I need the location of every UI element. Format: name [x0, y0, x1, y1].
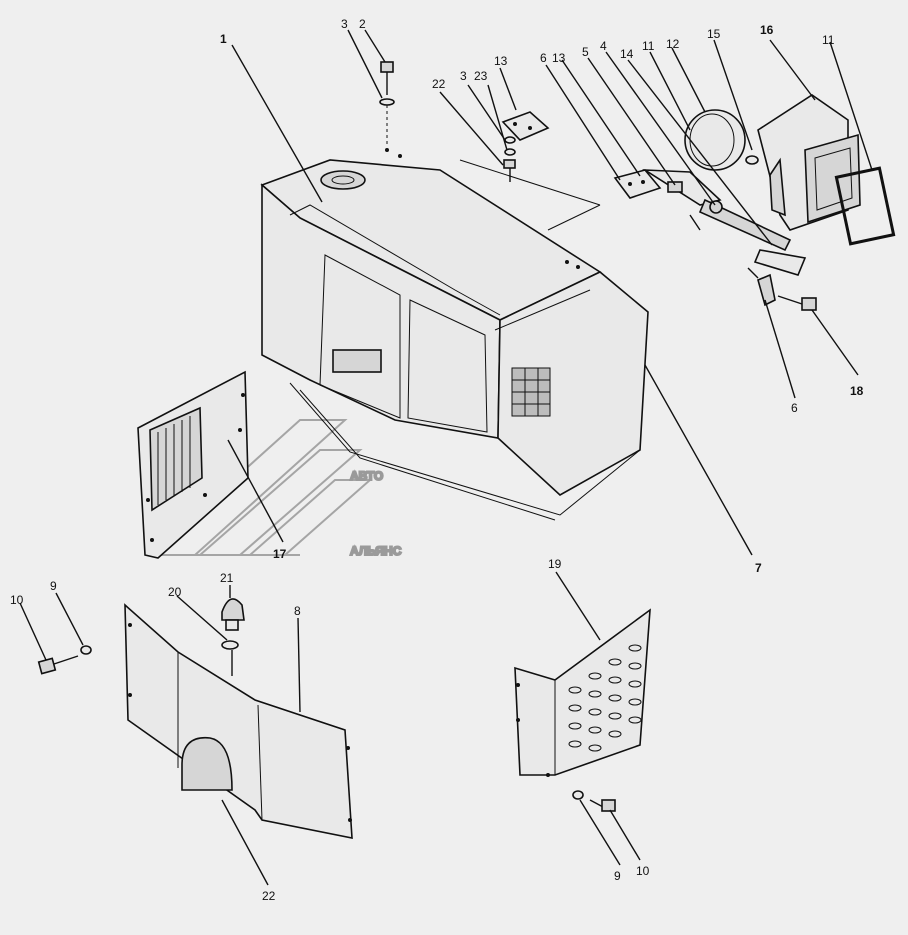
callout-3: 3 — [460, 69, 467, 83]
bolt-2 — [379, 61, 395, 145]
callout-20: 20 — [168, 585, 182, 599]
callout-10: 10 — [636, 864, 650, 878]
bracket-13-top — [501, 111, 550, 182]
callout-6: 6 — [540, 51, 547, 65]
callout-16: 16 — [760, 23, 774, 37]
callout-9: 9 — [50, 579, 57, 593]
callout-15: 15 — [707, 27, 721, 41]
callout-22: 22 — [262, 889, 276, 903]
callout-4: 4 — [600, 39, 607, 53]
side-panel-17 — [137, 370, 249, 559]
callout-12: 12 — [666, 37, 680, 51]
callout-7: 7 — [755, 561, 762, 575]
callout-22: 22 — [432, 77, 446, 91]
leader-lines — [19, 29, 873, 886]
latch-6-bolt-18 — [747, 267, 817, 311]
watermark-logo-icon — [147, 419, 373, 556]
bolt-10-left — [37, 645, 92, 675]
callout-5: 5 — [582, 45, 589, 59]
perforated-guard-19 — [514, 608, 651, 777]
callout-21: 21 — [220, 571, 234, 585]
callout-14: 14 — [620, 47, 634, 61]
callout-19: 19 — [548, 557, 562, 571]
callout-6: 6 — [791, 401, 798, 415]
callout-10: 10 — [10, 593, 24, 607]
hood-body — [260, 148, 649, 521]
callout-2: 2 — [359, 17, 366, 31]
watermark-line2: АЛЬЯНС — [350, 544, 402, 558]
bolt-10-right — [572, 790, 616, 812]
lower-cover-8 — [124, 603, 353, 839]
callout-23: 23 — [474, 69, 488, 83]
knob-21 — [221, 598, 245, 676]
callout-11: 11 — [822, 33, 835, 47]
watermark-line1: АВТО — [350, 469, 383, 483]
callout-18: 18 — [850, 384, 864, 398]
callout-9: 9 — [614, 869, 621, 883]
callout-3: 3 — [341, 17, 348, 31]
ring-12 — [684, 109, 746, 171]
callout-11: 11 — [642, 39, 655, 53]
callout-labels: 1 2 3 22 3 23 13 6 13 5 4 14 11 12 15 16… — [10, 17, 864, 903]
callout-17: 17 — [273, 547, 287, 561]
callout-1: 1 — [220, 32, 227, 46]
air-box-16 — [745, 94, 896, 246]
callout-13: 13 — [552, 51, 566, 65]
callout-13: 13 — [494, 54, 508, 68]
callout-8: 8 — [294, 604, 301, 618]
hinge-assembly — [459, 159, 807, 276]
